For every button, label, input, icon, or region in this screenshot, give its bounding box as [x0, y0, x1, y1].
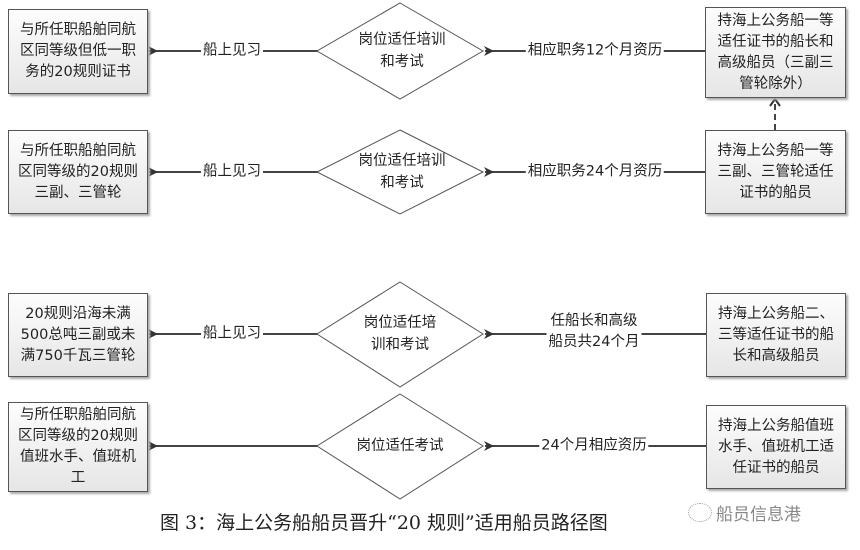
source-box-row3: 持海上公务船二、 三等适任证书的船 长和高级船员 — [706, 293, 846, 377]
source-box-row4: 持海上公务船值班 水手、值班机工适 任证书的船员 — [706, 405, 846, 489]
diamond-row3 — [316, 281, 484, 388]
diamond-row1 — [316, 2, 484, 100]
source-box-row1: 持海上公务船一等 适任证书的船长和 高级船员（三副三 管轮除外） — [705, 7, 846, 98]
figure-caption: 图 3：海上公务船船员晋升“20 规则”适用船员路径图 — [160, 512, 608, 534]
practice-label-row1: 船上见习 — [201, 40, 263, 62]
step-row3: 岗位适任培 训和考试 — [363, 315, 437, 353]
step-row4: 岗位适任考试 — [356, 438, 444, 454]
practice-label-row2: 船上见习 — [201, 161, 263, 183]
requirement-label-row1: 相应职务12个月资历 — [525, 40, 665, 62]
diamond-row2 — [315, 129, 485, 215]
target-box-row4: 与所任职船舶同航 区同等级的20规则 值班水手、值班机 工 — [8, 402, 148, 492]
step-row1: 岗位适任培训 和考试 — [358, 32, 446, 70]
source-box-row2: 持海上公务船一等 三副、三管轮适任 证书的船员 — [705, 130, 846, 214]
requirement-label-row2: 相应职务24个月资历 — [525, 161, 665, 183]
target-box-row1: 与所任职船舶同航 区同等级但低一职 务的20规则证书 — [8, 9, 148, 94]
step-row2: 岗位适任培训 和考试 — [358, 153, 446, 191]
watermark: 船员信息港 — [688, 500, 801, 525]
watermark-text: 船员信息港 — [716, 505, 801, 525]
diamond-row4 — [316, 393, 484, 500]
requirement-label-row3: 任船长和高级 船员共24个月 — [546, 311, 642, 353]
target-box-row3: 20规则沿海未满 500总吨三副或未 满750千瓦三管轮 — [8, 293, 148, 377]
requirement-label-row4: 24个月相应资历 — [539, 435, 649, 457]
target-box-row2: 与所任职船舶同航 区同等级的20规则 三副、三管轮 — [8, 130, 148, 214]
practice-label-row3: 船上见习 — [201, 323, 263, 345]
wechat-icon — [688, 503, 712, 522]
